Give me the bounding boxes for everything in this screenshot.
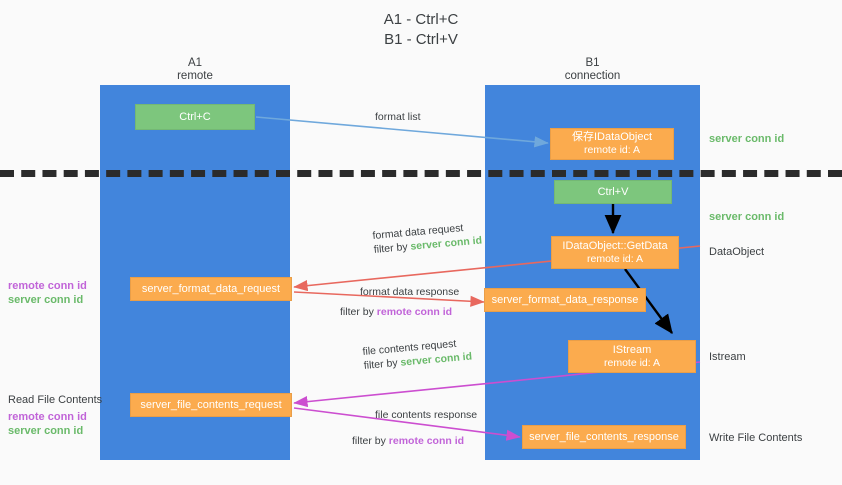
left-label-remote-conn-id-2: remote conn id — [8, 411, 87, 423]
fcres-prefix: filter by — [352, 435, 389, 447]
node-save-idataobject-line1: 保存IDataObject — [571, 131, 653, 143]
arrow-getdata-to-istream — [624, 268, 673, 334]
lane-header-b1: B1 connection — [485, 57, 700, 83]
left-label-read-file-contents: Read File Contents — [8, 394, 103, 406]
left-label-server-conn-id-2: server conn id — [8, 425, 84, 437]
node-server-file-contents-request[interactable]: server_file_contents_request — [130, 393, 292, 417]
right-label-istream: Istream — [709, 351, 746, 363]
node-server-format-data-request[interactable]: server_format_data_request — [130, 277, 292, 301]
node-server-format-data-request-label: server_format_data_request — [141, 282, 281, 295]
arrow-format-data-response — [293, 291, 485, 307]
fcres-highlight: remote conn id — [388, 435, 465, 447]
node-istream-line2: remote id: A — [603, 356, 661, 369]
node-idataobject-getdata-line1: IDataObject::GetData — [562, 239, 668, 252]
node-save-idataobject-line2: remote id: A — [583, 144, 641, 156]
fdres-prefix: filter by — [340, 306, 377, 318]
edge-label-format-data-response-filter: filter by remote conn id — [340, 305, 452, 319]
node-server-file-contents-response[interactable]: server_file_contents_response — [522, 425, 686, 449]
phase-separator-line — [0, 170, 842, 177]
node-ctrl-c[interactable]: Ctrl+C — [135, 104, 255, 130]
lane-b1-name: B1 — [585, 57, 600, 69]
right-label-server-conn-id-2: server conn id — [709, 211, 785, 223]
edge-label-file-contents-response-filter: filter by remote conn id — [352, 434, 464, 448]
right-label-server-conn-id-1: server conn id — [709, 133, 785, 145]
edge-label-format-data-response: format data response — [360, 285, 459, 299]
edge-label-format-data-response-line1: format data response — [360, 286, 460, 298]
node-server-format-data-response[interactable]: server_format_data_response — [484, 288, 646, 312]
node-ctrl-v[interactable]: Ctrl+V — [554, 180, 672, 204]
edge-label-format-list: format list — [375, 110, 421, 124]
lane-header-a1: A1 remote — [100, 57, 290, 83]
node-ctrl-c-label: Ctrl+C — [179, 110, 211, 123]
node-save-idataobject[interactable]: 保存IDataObject remote id: A — [550, 128, 674, 160]
arrow-format-list — [255, 116, 549, 148]
lane-a1-subtitle: remote — [177, 70, 213, 82]
edge-label-file-contents-response: file contents response — [375, 408, 477, 422]
fdreq-prefix: filter by — [373, 240, 411, 256]
diagram-title: A1 - Ctrl+C B1 - Ctrl+V — [0, 10, 842, 50]
left-label-server-conn-id-1: server conn id — [8, 294, 84, 306]
edge-label-file-contents-response-line1: file contents response — [375, 409, 478, 421]
edge-label-format-list-text: format list — [375, 111, 421, 123]
title-line-1: A1 - Ctrl+C — [383, 11, 459, 28]
fdres-highlight: remote conn id — [376, 306, 453, 318]
lane-b1-subtitle: connection — [564, 70, 621, 82]
node-ctrl-v-label: Ctrl+V — [597, 185, 629, 198]
right-label-dataobject: DataObject — [709, 246, 765, 258]
node-idataobject-getdata[interactable]: IDataObject::GetData remote id: A — [551, 236, 679, 269]
node-idataobject-getdata-line2: remote id: A — [586, 252, 644, 265]
left-label-group-1: remote conn id server conn id — [8, 279, 87, 307]
node-server-file-contents-request-label: server_file_contents_request — [140, 398, 282, 411]
left-label-remote-conn-id-1: remote conn id — [8, 280, 87, 292]
arrow-file-contents-response — [293, 407, 521, 441]
node-istream[interactable]: IStream remote id: A — [568, 340, 696, 373]
node-istream-line1: IStream — [612, 343, 652, 356]
node-server-format-data-response-label: server_format_data_response — [491, 293, 639, 306]
title-line-2: B1 - Ctrl+V — [384, 31, 458, 48]
left-label-group-2: remote conn id server conn id — [8, 410, 87, 438]
fcreq-prefix: filter by — [363, 356, 401, 372]
right-label-write-file-contents: Write File Contents — [709, 432, 803, 444]
lane-a1-name: A1 — [187, 57, 203, 69]
node-server-file-contents-response-label: server_file_contents_response — [529, 430, 679, 443]
